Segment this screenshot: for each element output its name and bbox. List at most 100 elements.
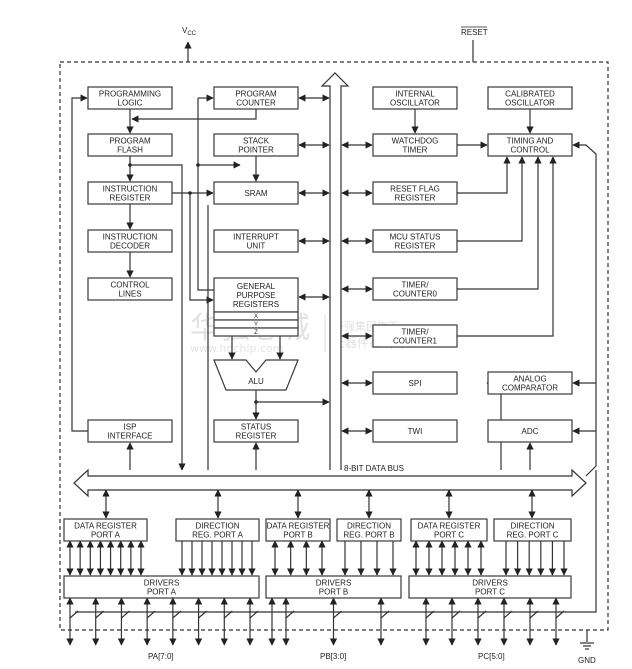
twi-block: TWI xyxy=(372,419,458,443)
timer-counter0-block: TIMER/COUNTER0 xyxy=(372,277,458,301)
alu-block: ALU xyxy=(213,359,299,391)
isp-interface-label-1: INTERFACE xyxy=(108,432,153,441)
data-register-port-c-label-0: DATA REGISTER xyxy=(418,522,481,531)
drivers-port-c-label-0: DRIVERS xyxy=(472,579,508,588)
reset-signal: RESET xyxy=(461,26,488,62)
direction-reg-port-c-label-1: REG. PORT C xyxy=(507,531,559,540)
instruction-decoder-label-1: DECODER xyxy=(110,242,150,251)
calibrated-oscillator-label-0: CALIBRATED xyxy=(505,90,555,99)
adc-block: ADC xyxy=(487,419,573,443)
direction-reg-port-a-label-1: REG. PORT A xyxy=(192,531,243,540)
analog-comparator-label-1: COMPARATOR xyxy=(502,384,558,393)
timing-control-label-1: CONTROL xyxy=(510,146,550,155)
port-c-pins-label: PC[5:0] xyxy=(478,652,505,661)
timer-counter1-block: TIMER/COUNTER1 xyxy=(372,324,458,348)
sram-label-0: SRAM xyxy=(244,189,267,198)
wire xyxy=(189,193,214,304)
gnd-signal: GND xyxy=(578,630,596,665)
status-register-label-1: REGISTER xyxy=(236,432,277,441)
programming-logic-label-0: PROGRAMMING xyxy=(99,90,161,99)
wire xyxy=(457,156,526,242)
stack-pointer-label-1: POINTER xyxy=(238,146,274,155)
drivers-port-b-label-1: PORT B xyxy=(319,588,349,597)
drivers-port-b-label-0: DRIVERS xyxy=(316,579,352,588)
drivers-port-c-label-1: PORT C xyxy=(475,588,505,597)
timer-counter0-label-0: TIMER/ xyxy=(401,281,429,290)
status-register-label-0: STATUS xyxy=(241,423,271,432)
control-lines-label-0: CONTROL xyxy=(110,281,150,290)
interrupt-unit-label-1: UNIT xyxy=(247,242,266,251)
direction-reg-port-b-label-1: REG. PORT B xyxy=(343,531,394,540)
vcc-label: VCC xyxy=(182,26,197,37)
data-register-port-c-label-1: PORT C xyxy=(434,531,464,540)
direction-reg-port-b-label-0: DIRECTION xyxy=(347,522,391,531)
gpr-row-label-z: Z xyxy=(254,330,258,336)
gpr-row-label-x: X xyxy=(254,314,258,320)
direction-reg-port-c-label-0: DIRECTION xyxy=(511,522,555,531)
program-counter-label-0: PROGRAM xyxy=(235,90,277,99)
timing-control-label-0: TIMING AND xyxy=(507,137,554,146)
internal-oscillator-label-1: OSCILLATOR xyxy=(390,99,440,108)
instruction-decoder-label-0: INSTRUCTION xyxy=(103,233,158,242)
gnd-label: GND xyxy=(578,656,596,665)
sram-block: SRAM xyxy=(213,181,299,205)
data-register-port-a-label-0: DATA REGISTER xyxy=(74,522,137,531)
spi-label-0: SPI xyxy=(409,379,422,388)
timer-counter0-label-1: COUNTER0 xyxy=(393,290,438,299)
wire xyxy=(572,141,597,477)
vcc-signal: VCC xyxy=(182,26,197,62)
alu-label: ALU xyxy=(248,377,264,386)
gpr-row-label-y: Y xyxy=(254,322,258,328)
wire xyxy=(71,94,88,432)
isp-interface-label-0: ISP xyxy=(124,423,137,432)
twi-label-0: TWI xyxy=(408,427,423,436)
data-register-port-b-label-1: PORT B xyxy=(283,531,313,540)
wire xyxy=(75,470,597,613)
direction-reg-port-a-label-0: DIRECTION xyxy=(196,522,240,531)
wires xyxy=(66,94,597,646)
data-bus-label: 8-BIT DATA BUS xyxy=(344,464,404,473)
gpr-label-1: PURPOSE xyxy=(236,291,275,300)
drivers-port-a-label-1: PORT A xyxy=(147,588,177,597)
wire xyxy=(457,156,542,290)
wire xyxy=(130,164,186,471)
gpr-label-0: GENERAL xyxy=(237,282,276,291)
timer-counter1-label-1: COUNTER1 xyxy=(393,337,438,346)
wire xyxy=(131,109,257,123)
gpr-label-2: REGISTERS xyxy=(233,300,279,309)
interrupt-unit-label-0: INTERRUPT xyxy=(233,233,279,242)
internal-data-bus xyxy=(320,72,350,470)
wire xyxy=(457,156,557,337)
timer-counter1-label-0: TIMER/ xyxy=(401,328,429,337)
data-register-port-b-label-0: DATA REGISTER xyxy=(267,522,330,531)
control-lines-label-1: LINES xyxy=(118,290,141,299)
stack-pointer-label-0: STACK xyxy=(243,137,270,146)
port-a-pins-label: PA[7:0] xyxy=(148,652,174,661)
watchdog-timer-label-0: WATCHDOG xyxy=(392,137,439,146)
program-flash-label-1: FLASH xyxy=(117,146,143,155)
